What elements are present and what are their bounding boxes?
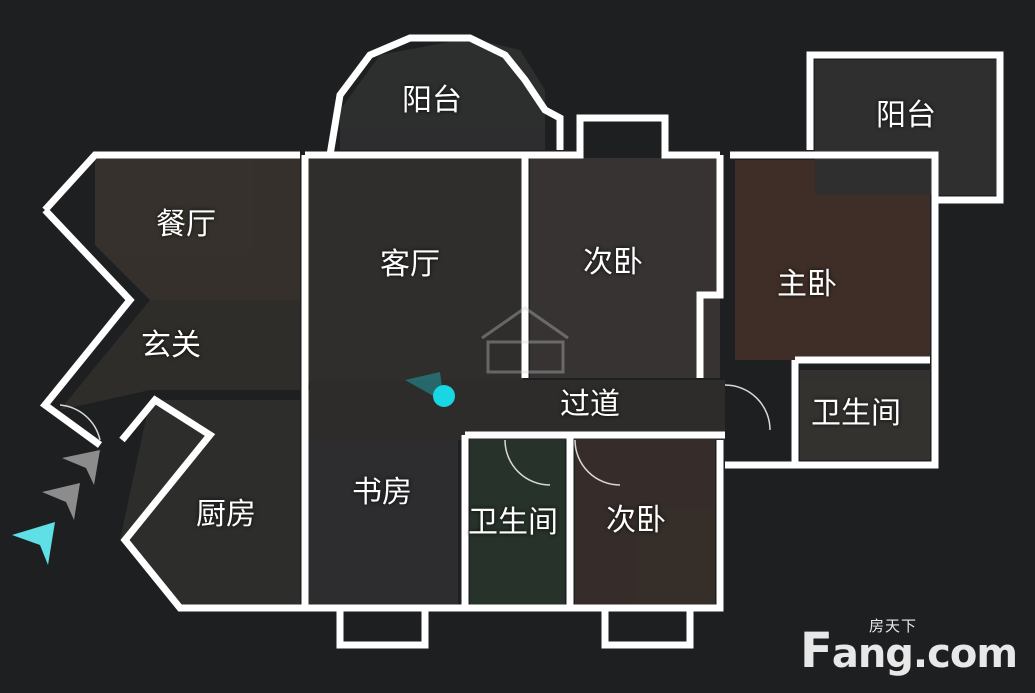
room-label-corridor: 过道 [560, 387, 620, 422]
room-label-balcony-right: 阳台 [876, 98, 936, 133]
room-label-bedroom-bottom: 次卧 [606, 503, 666, 538]
room-label-study: 书房 [352, 475, 412, 510]
fang-logo: 房天下 Fang.com [800, 615, 1018, 675]
doors [59, 384, 771, 486]
room-label-living: 客厅 [380, 247, 440, 282]
room-label-master-bedroom: 主卧 [777, 267, 837, 302]
room-label-bathroom-mid: 卫生间 [468, 505, 558, 540]
room-label-dining: 餐厅 [156, 207, 216, 242]
room-label-bedroom-top: 次卧 [583, 245, 643, 280]
walls [39, 34, 1004, 649]
entrance-chevrons-icon [12, 450, 100, 565]
room-label-kitchen: 厨房 [196, 497, 256, 532]
room-label-balcony-left: 阳台 [402, 83, 462, 118]
room-label-foyer: 玄关 [141, 328, 201, 363]
logo-cn-text: 房天下 [868, 617, 917, 635]
logo-en-text: Fang.com [800, 623, 1018, 679]
room-label-bathroom-master: 卫生间 [811, 396, 901, 431]
room-floors [60, 38, 1000, 605]
watermark-logo [481, 306, 569, 374]
location-dot-icon [405, 372, 455, 407]
